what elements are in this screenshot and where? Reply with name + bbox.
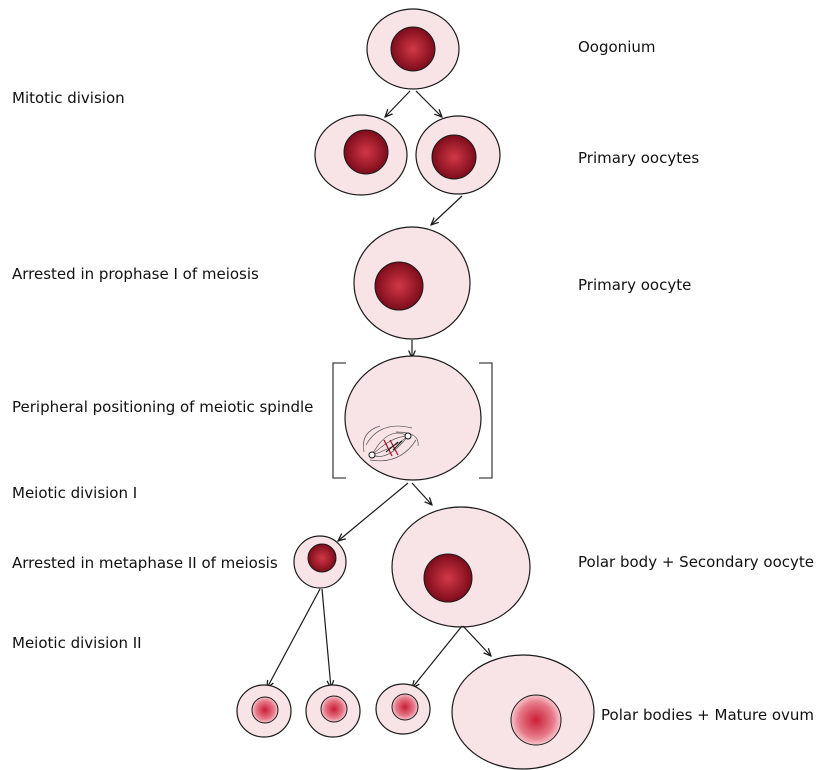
polar-body-2-cell bbox=[305, 684, 361, 738]
label-arrested-metaphase: Arrested in metaphase II of meiosis bbox=[12, 554, 278, 572]
arrow-oogonium-left bbox=[385, 90, 411, 117]
oogonium-cell bbox=[366, 8, 460, 90]
label-primary-oocyte: Primary oocyte bbox=[578, 276, 691, 294]
polar-body-1-cell bbox=[236, 684, 292, 738]
first-polar-body-cell bbox=[293, 535, 347, 589]
primary-oocyte-cell-right bbox=[415, 115, 501, 195]
label-arrested-prophase: Arrested in prophase I of meiosis bbox=[12, 265, 259, 283]
arrow-oogonium-right bbox=[415, 90, 442, 117]
label-polar-mature: Polar bodies + Mature ovum bbox=[601, 706, 814, 724]
arrow-division1-left bbox=[338, 482, 409, 541]
meiotic-spindle bbox=[363, 425, 419, 462]
spindle-oocyte-cell bbox=[344, 355, 482, 481]
label-meiotic-division-1: Meiotic division I bbox=[12, 484, 137, 502]
bracket-right bbox=[479, 362, 493, 479]
arrow-polar-left bbox=[267, 588, 321, 688]
arrow-secondary-right bbox=[462, 625, 491, 656]
label-polar-secondary: Polar body + Secondary oocyte bbox=[578, 553, 814, 571]
arrow-division1-right bbox=[411, 482, 432, 505]
arrow-primary-to-arrested bbox=[431, 195, 463, 225]
bracket-left bbox=[332, 362, 346, 479]
arrow-secondary-left bbox=[412, 625, 463, 688]
secondary-oocyte-cell bbox=[391, 506, 531, 628]
arrested-primary-oocyte-cell bbox=[353, 226, 471, 340]
arrow-polar-right bbox=[321, 588, 331, 688]
mature-ovum-cell bbox=[451, 654, 595, 770]
label-peripheral-spindle: Peripheral positioning of meiotic spindl… bbox=[12, 398, 313, 416]
label-oogonium: Oogonium bbox=[578, 38, 655, 56]
label-meiotic-division-2: Meiotic division II bbox=[12, 634, 142, 652]
primary-oocyte-cell-left bbox=[314, 114, 408, 196]
label-primary-oocytes: Primary oocytes bbox=[578, 149, 699, 167]
polar-body-3-cell bbox=[375, 683, 431, 735]
label-mitotic-division: Mitotic division bbox=[12, 89, 125, 107]
